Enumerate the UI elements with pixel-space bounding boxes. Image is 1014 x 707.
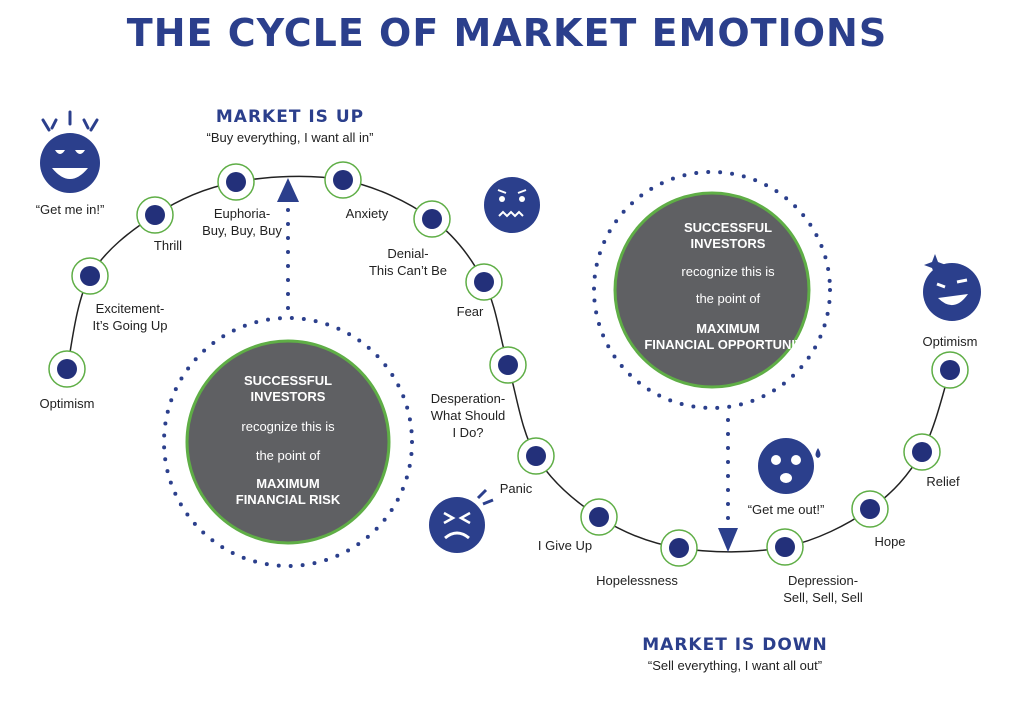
- stage-node-dot: [669, 538, 689, 558]
- stage-node: [136, 196, 174, 234]
- stage-node-dot: [145, 205, 165, 225]
- get-me-in-quote: “Get me in!”: [36, 202, 105, 217]
- stage-label: Anxiety: [346, 206, 389, 221]
- stage-label-line: Euphoria-: [214, 206, 270, 221]
- market-up-quote: “Buy everything, I want all in”: [207, 130, 374, 145]
- market-down-quote: “Sell everything, I want all out”: [648, 658, 822, 673]
- stage-label: Optimism: [40, 396, 95, 411]
- excited-face-icon: [40, 110, 100, 193]
- stage-node-dot: [80, 266, 100, 286]
- stage-node-dot: [940, 360, 960, 380]
- fearful-face-icon: [758, 438, 821, 494]
- stage-node: [931, 351, 969, 389]
- opportunity-text: FINANCIAL OPPORTUNITY: [644, 337, 812, 352]
- stage-label: Hope: [874, 534, 905, 549]
- stage-label: Relief: [926, 474, 960, 489]
- down-arrow-icon: [718, 528, 738, 552]
- stage-node-dot: [498, 355, 518, 375]
- stage-node-dot: [226, 172, 246, 192]
- stage-node-dot: [589, 507, 609, 527]
- stage-label: Thrill: [154, 238, 182, 253]
- stage-label-line: Denial-: [387, 246, 428, 261]
- stage-label-line: Buy, Buy, Buy: [202, 223, 282, 238]
- up-arrow-icon: [277, 178, 299, 202]
- stage-node: [903, 433, 941, 471]
- risk-text: MAXIMUM: [256, 476, 320, 491]
- stage-node-dot: [333, 170, 353, 190]
- stage-label-line: I Give Up: [538, 538, 592, 553]
- stage-label-line: I Do?: [452, 425, 483, 440]
- stage-label: Depression- Sell, Sell, Sell: [783, 573, 863, 605]
- diagram-title: THE CYCLE OF MARKET EMOTIONS: [127, 11, 887, 55]
- stage-label: Denial- This Can’t Be: [369, 246, 447, 278]
- worried-face-icon: [484, 177, 540, 233]
- market-up-heading: MARKET IS UP: [216, 107, 364, 127]
- stage-node-dot: [775, 537, 795, 557]
- stage-label-line: Anxiety: [346, 206, 389, 221]
- risk-text: the point of: [256, 448, 321, 463]
- risk-circle: [185, 339, 391, 545]
- stage-node: [580, 498, 618, 536]
- stage-node-dot: [526, 446, 546, 466]
- dotted-ring: [592, 170, 832, 410]
- opportunity-circle: [613, 191, 811, 389]
- opportunity-text: recognize this is: [681, 264, 775, 279]
- opportunity-text: the point of: [696, 291, 761, 306]
- stage-node: [71, 257, 109, 295]
- stage-node: [851, 490, 889, 528]
- stage-node: [217, 163, 255, 201]
- stage-label: Fear: [457, 304, 484, 319]
- angry-face-icon: [429, 488, 494, 553]
- stage-node-dot: [860, 499, 880, 519]
- stage-label: Excitement- It’s Going Up: [93, 301, 168, 333]
- stage-label-line: Optimism: [40, 396, 95, 411]
- stage-node-dot: [57, 359, 77, 379]
- stage-label: Optimism: [923, 334, 978, 349]
- stage-node: [413, 200, 451, 238]
- winking-face-icon: [923, 254, 981, 321]
- risk-callout: SUCCESSFUL INVESTORS recognize this is t…: [162, 178, 414, 568]
- stage-label: Desperation- What Should I Do?: [431, 391, 505, 440]
- stage-label-line: Hopelessness: [596, 573, 678, 588]
- opportunity-text: SUCCESSFUL: [684, 220, 772, 235]
- risk-text: SUCCESSFUL: [244, 373, 332, 388]
- stage-label-line: Thrill: [154, 238, 182, 253]
- risk-text: recognize this is: [241, 419, 335, 434]
- risk-text: INVESTORS: [251, 389, 326, 404]
- stage-node: [517, 437, 555, 475]
- stage-node: [660, 529, 698, 567]
- stage-label: Euphoria- Buy, Buy, Buy: [202, 206, 282, 238]
- stage-label-line: Fear: [457, 304, 484, 319]
- opportunity-callout: SUCCESSFUL INVESTORS recognize this is t…: [592, 170, 832, 552]
- dotted-ring: [162, 316, 414, 568]
- stage-label-line: Hope: [874, 534, 905, 549]
- get-me-out-quote: “Get me out!”: [748, 502, 825, 517]
- stage-node: [489, 346, 527, 384]
- opportunity-text: MAXIMUM: [696, 321, 760, 336]
- stage-node-dot: [474, 272, 494, 292]
- risk-text: FINANCIAL RISK: [236, 492, 341, 507]
- stage-label: Hopelessness: [596, 573, 678, 588]
- stage-label-line: This Can’t Be: [369, 263, 447, 278]
- stage-node: [465, 263, 503, 301]
- market-down-heading: MARKET IS DOWN: [642, 635, 828, 655]
- stage-label-line: Excitement-: [96, 301, 165, 316]
- stage-node: [766, 528, 804, 566]
- stage-label-line: Depression-: [788, 573, 858, 588]
- stage-label-line: It’s Going Up: [93, 318, 168, 333]
- opportunity-text: INVESTORS: [691, 236, 766, 251]
- stage-label-line: Relief: [926, 474, 960, 489]
- stage-label-line: Desperation-: [431, 391, 505, 406]
- stage-node: [48, 350, 86, 388]
- stage-node: [324, 161, 362, 199]
- stage-label: Panic: [500, 481, 533, 496]
- stage-label-line: Panic: [500, 481, 533, 496]
- stage-node-dot: [912, 442, 932, 462]
- stage-label-line: Sell, Sell, Sell: [783, 590, 863, 605]
- stage-label: I Give Up: [538, 538, 592, 553]
- stage-label-line: What Should: [431, 408, 505, 423]
- stage-label-line: Optimism: [923, 334, 978, 349]
- stage-node-dot: [422, 209, 442, 229]
